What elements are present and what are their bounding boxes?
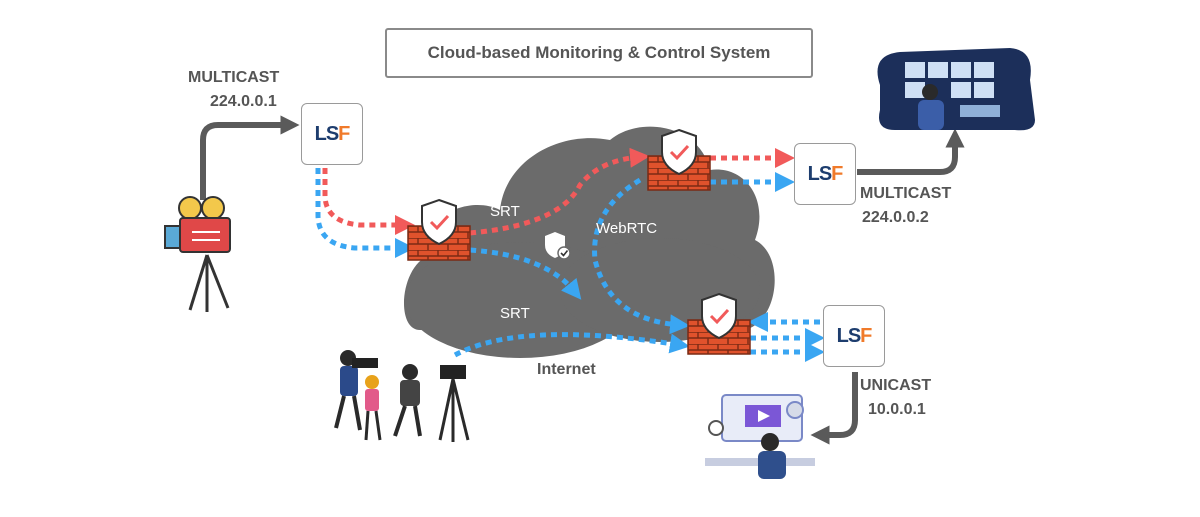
film-camera-icon bbox=[164, 196, 231, 312]
lsf-logo-accent: F bbox=[338, 122, 350, 145]
srt-top-label: SRT bbox=[490, 203, 520, 220]
unicast-label: UNICAST bbox=[860, 377, 932, 394]
film-crew-icon bbox=[334, 350, 470, 442]
page-title: Cloud-based Monitoring & Control System bbox=[385, 28, 813, 78]
firewall-1 bbox=[407, 198, 471, 261]
internet-label: Internet bbox=[537, 361, 596, 378]
unicast-arrow bbox=[810, 372, 858, 445]
webrtc-label: WebRTC bbox=[596, 220, 658, 237]
multicast-in-arrow bbox=[200, 115, 300, 200]
multicast-out-label: MULTICAST bbox=[860, 185, 952, 202]
blue-stream-srt-bottom bbox=[453, 332, 690, 358]
lsf-logo-main: LS bbox=[807, 162, 833, 185]
firewall-3 bbox=[687, 292, 751, 355]
red-stream-source-to-fw1 bbox=[322, 168, 415, 235]
firewall-2 bbox=[647, 128, 711, 191]
multicast-in-address: 224.0.0.1 bbox=[210, 93, 277, 110]
lsf-logo-main: LS bbox=[314, 122, 340, 145]
lsf-logo-accent: F bbox=[831, 162, 843, 185]
monitoring-room-icon bbox=[877, 48, 1035, 131]
red-stream-fw1-to-fw2 bbox=[469, 147, 650, 236]
blue-stream-fw1-to-cloud bbox=[469, 247, 582, 300]
shield-check-icon bbox=[545, 232, 571, 260]
srt-bottom-label: SRT bbox=[500, 305, 530, 322]
lsf-logo-main: LS bbox=[836, 324, 862, 347]
editing-workstation-icon bbox=[705, 394, 815, 479]
blue-stream-webrtc bbox=[592, 177, 690, 335]
blue-stream-source-to-fw1 bbox=[315, 168, 415, 258]
multicast-out-arrow bbox=[857, 128, 965, 175]
unicast-address: 10.0.0.1 bbox=[868, 401, 926, 418]
lsf-logo-accent: F bbox=[860, 324, 872, 347]
multicast-out-address: 224.0.0.2 bbox=[862, 209, 929, 226]
multicast-in-label: MULTICAST bbox=[188, 69, 280, 86]
